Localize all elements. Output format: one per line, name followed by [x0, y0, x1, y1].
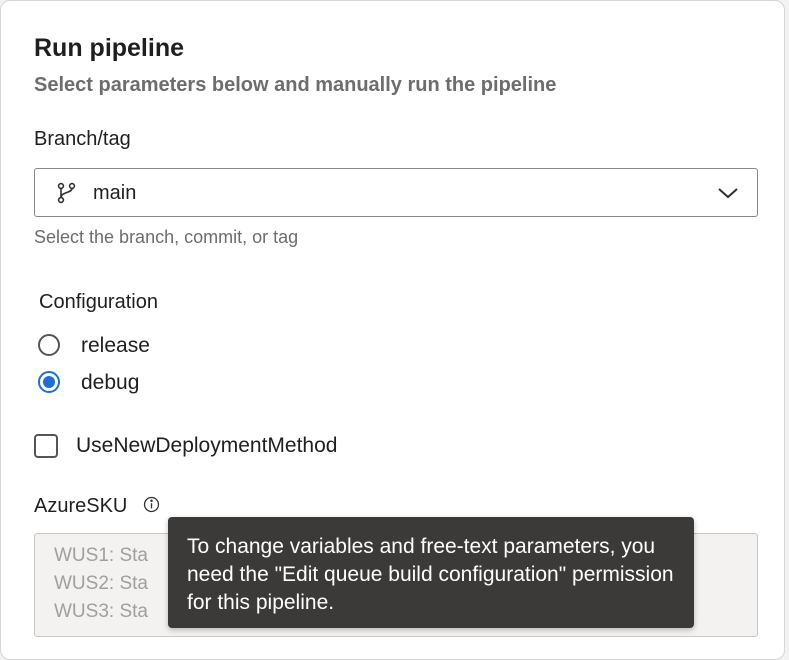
info-icon[interactable] — [143, 496, 160, 513]
permission-tooltip: To change variables and free-text parame… — [168, 517, 694, 628]
configuration-label: Configuration — [39, 291, 158, 313]
branch-helper-text: Select the branch, commit, or tag — [34, 227, 299, 247]
chevron-down-icon — [718, 188, 738, 199]
page-subtitle: Select parameters below and manually run… — [34, 74, 557, 96]
branch-value: main — [93, 182, 137, 204]
branch-icon — [57, 182, 76, 204]
radio-release-circle[interactable] — [38, 334, 60, 356]
page-title: Run pipeline — [34, 34, 184, 62]
radio-debug-label: debug — [81, 371, 140, 394]
sku-line: WUS2: Sta — [54, 573, 148, 594]
radio-release-label: release — [81, 334, 150, 357]
branch-tag-label: Branch/tag — [34, 128, 131, 150]
sku-line: WUS1: Sta — [54, 545, 148, 566]
sku-line: WUS3: Sta — [54, 601, 148, 622]
use-new-deployment-label: UseNewDeploymentMethod — [76, 434, 338, 457]
radio-debug-circle[interactable] — [38, 371, 60, 393]
checkbox-box[interactable] — [34, 434, 58, 458]
azure-sku-label: AzureSKU — [34, 495, 128, 517]
branch-dropdown[interactable]: main — [34, 168, 758, 217]
